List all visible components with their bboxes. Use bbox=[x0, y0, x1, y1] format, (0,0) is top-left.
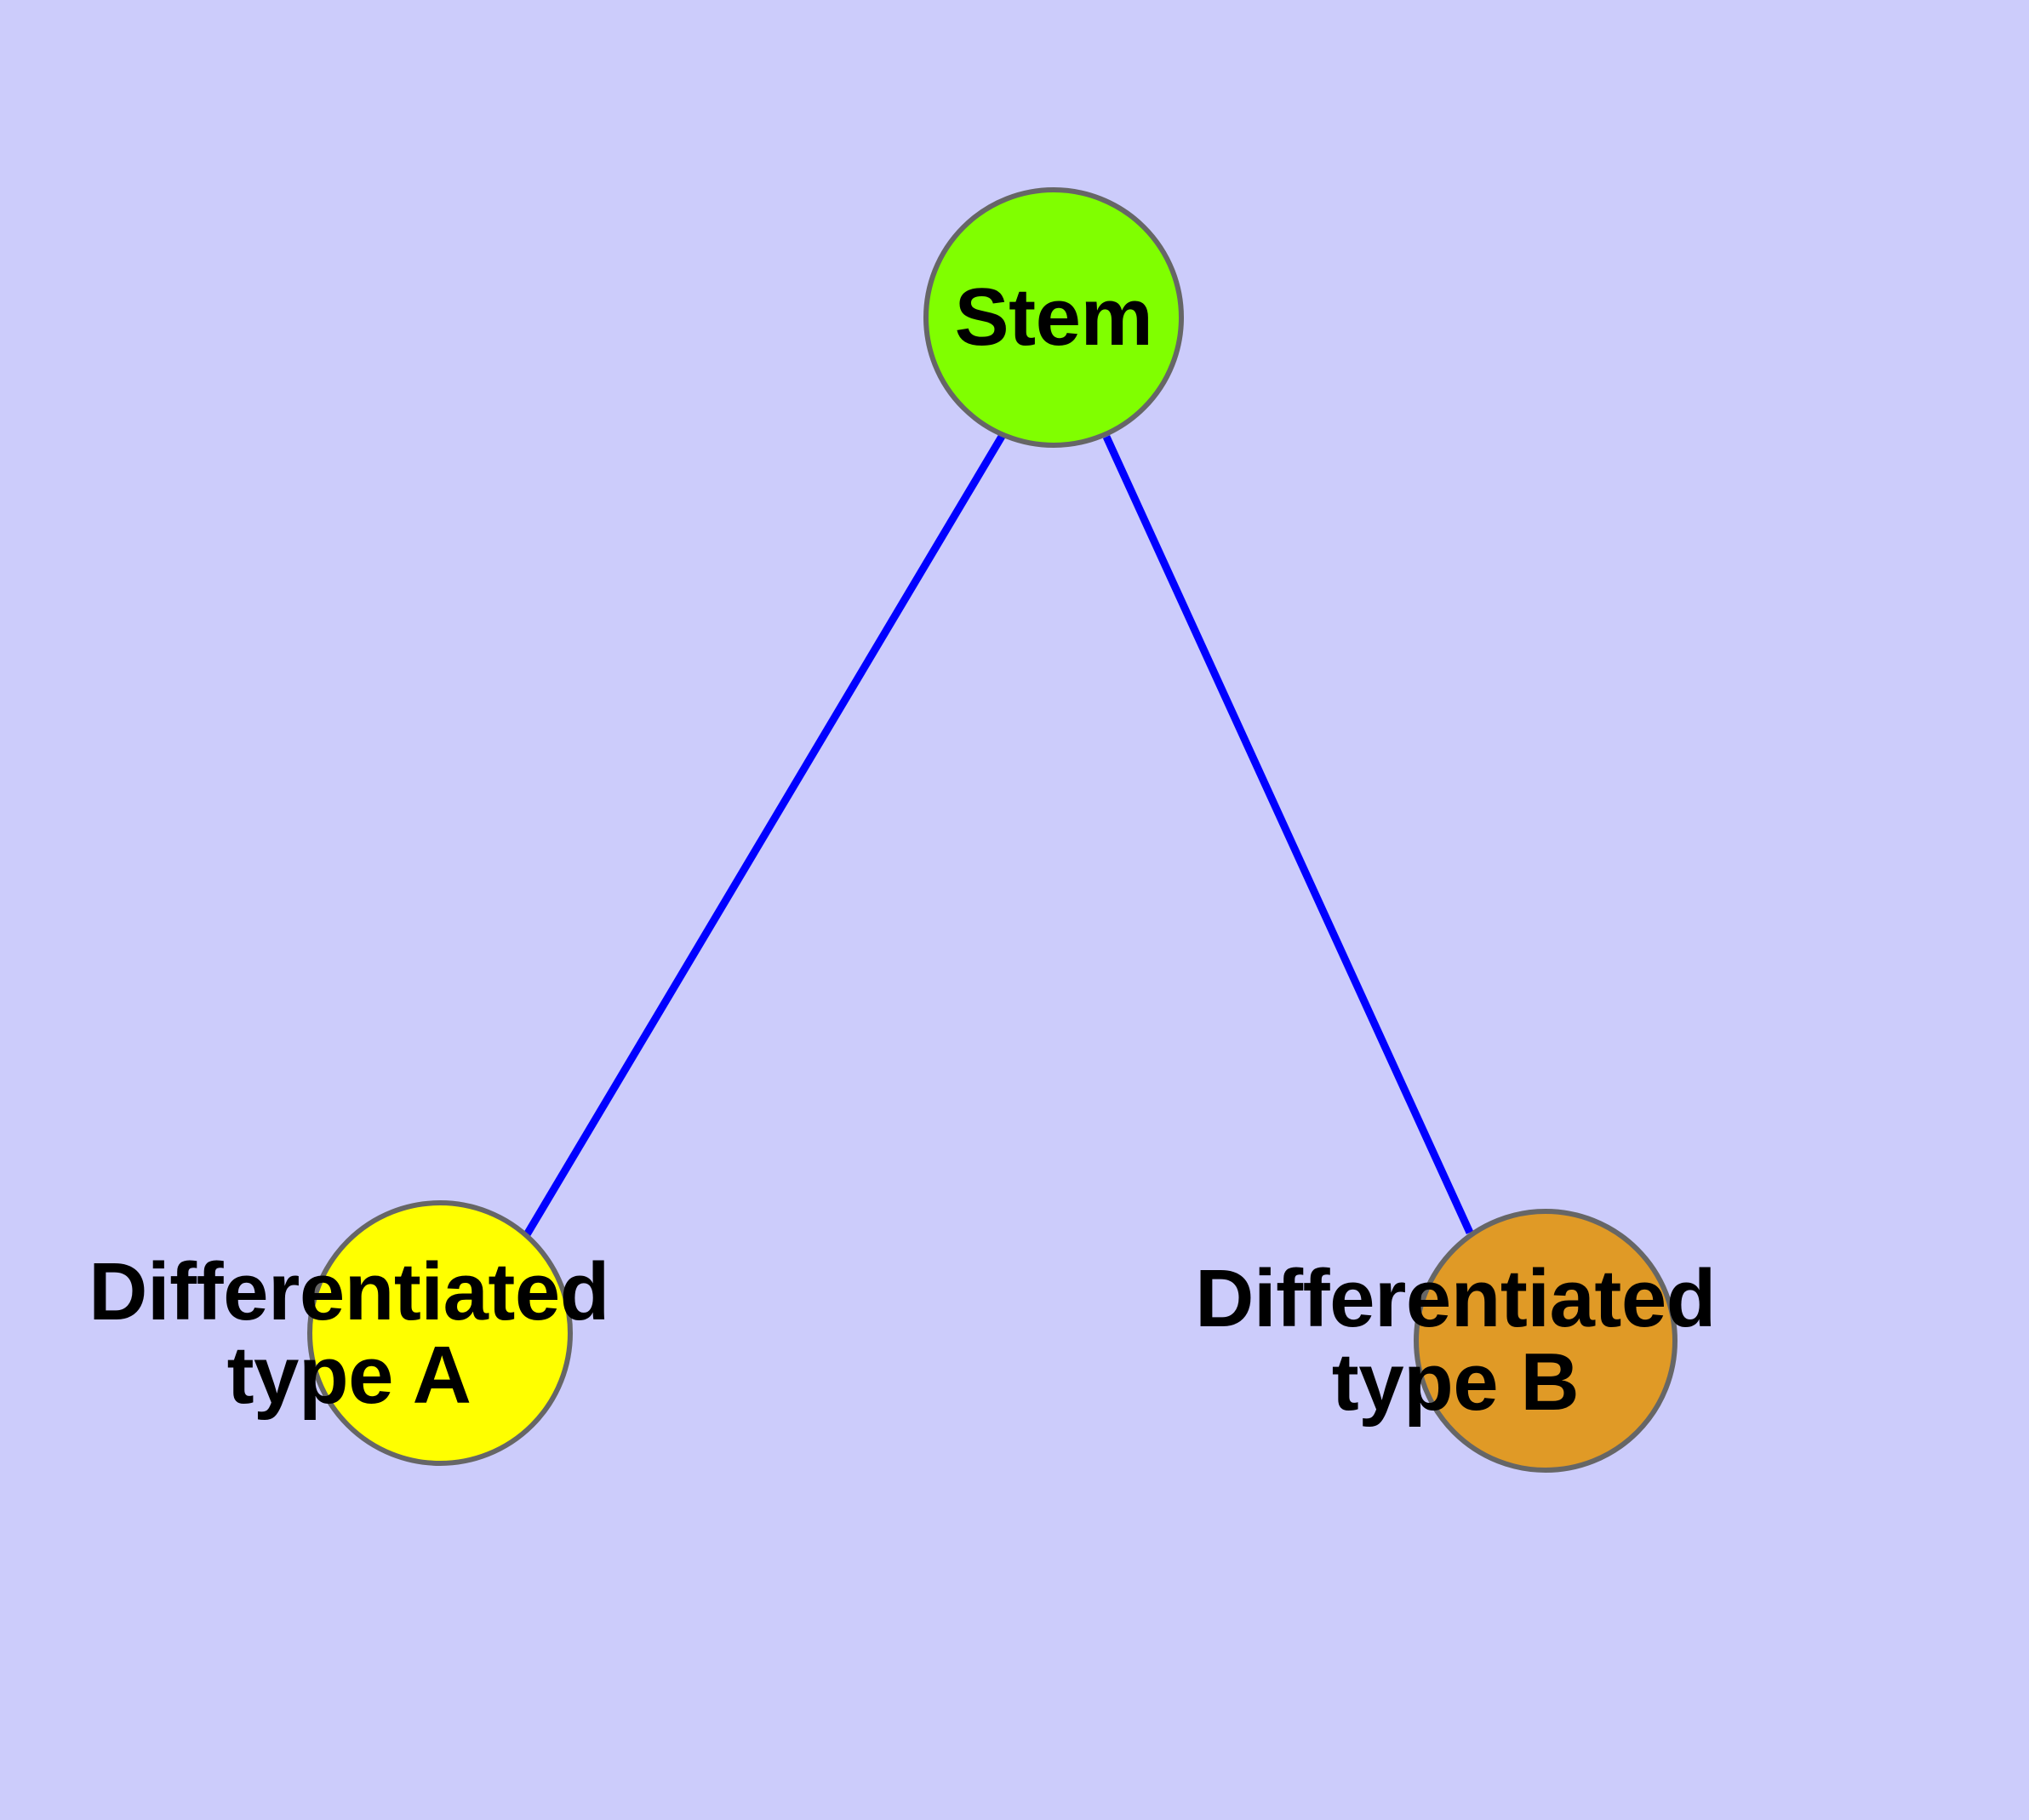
node-layer bbox=[307, 187, 1677, 1473]
edge-stem-to-differentiated-b bbox=[1102, 435, 1474, 1234]
node-differentiated-b[interactable] bbox=[1414, 1209, 1677, 1473]
node-differentiated-a[interactable] bbox=[307, 1200, 573, 1466]
node-stem[interactable] bbox=[923, 187, 1184, 448]
edge-layer bbox=[523, 432, 1474, 1239]
edge-stem-to-differentiated-a bbox=[523, 432, 1006, 1239]
